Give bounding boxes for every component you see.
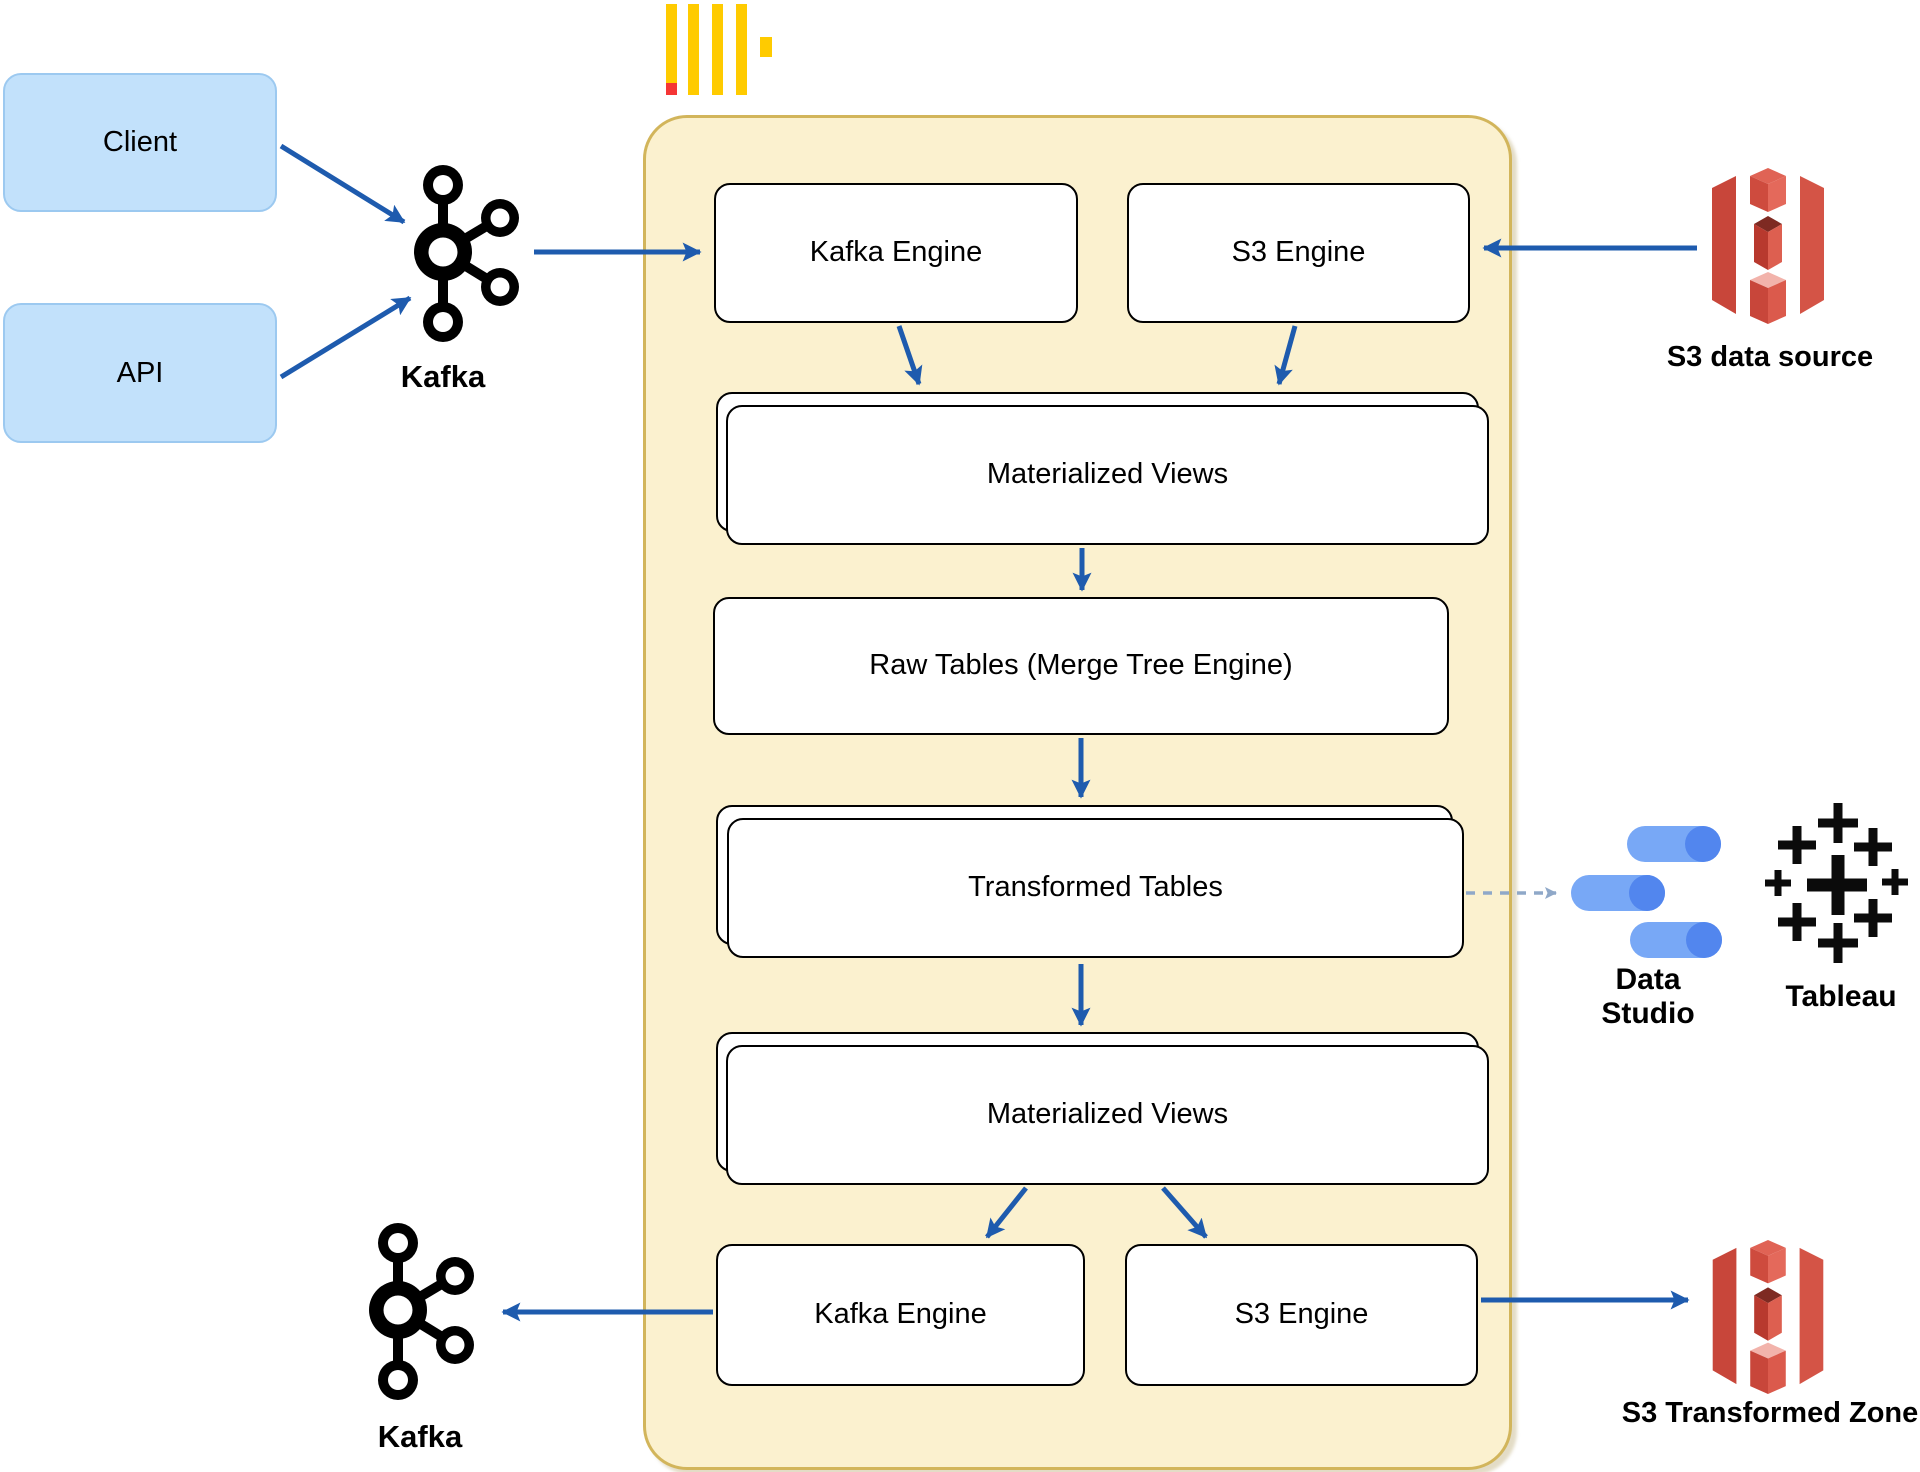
kafka-out-label: Kafka [377,1419,463,1454]
s3-engine-bottom-label: S3 Engine [1234,1298,1369,1331]
s3-transformed-zone-label: S3 Transformed Zone [1621,1396,1919,1429]
kafka-engine-top-box: Kafka Engine [714,183,1078,323]
s3-engine-top-box: S3 Engine [1127,183,1470,323]
tableau-label: Tableau [1785,977,1897,1017]
client-label: Client [102,126,178,158]
clickhouse-logo [666,4,772,95]
s3-engine-top-label: S3 Engine [1231,236,1366,269]
kafka-icon-out [369,1223,474,1400]
data-studio-label: Data Studio [1571,963,1725,1030]
materialized-views-bottom-box: Materialized Views [726,1045,1489,1185]
kafka-icon-in [414,165,519,342]
materialized-views-top-label: Materialized Views [986,458,1229,491]
kafka-engine-bottom-label: Kafka Engine [814,1298,987,1331]
s3-transformed-zone-icon [1712,1239,1824,1395]
data-studio-icon [1571,826,1722,958]
s3-data-source-icon [1712,168,1824,324]
raw-tables-label: Raw Tables (Merge Tree Engine) [869,649,1293,682]
transformed-tables-box: Transformed Tables [727,818,1464,958]
transformed-tables-label: Transformed Tables [968,871,1223,904]
s3-data-source-label: S3 data source [1666,340,1874,373]
materialized-views-bottom-label: Materialized Views [986,1098,1229,1131]
tableau-icon [1765,803,1908,963]
kafka-engine-bottom-box: Kafka Engine [716,1244,1085,1386]
api-label: API [116,356,164,389]
raw-tables-box: Raw Tables (Merge Tree Engine) [713,597,1449,735]
materialized-views-top-box: Materialized Views [726,405,1489,545]
s3-engine-bottom-box: S3 Engine [1125,1244,1478,1386]
kafka-engine-top-label: Kafka Engine [809,236,983,269]
kafka-in-label: Kafka [400,359,486,394]
client-box: Client [3,73,277,212]
api-box: API [3,303,277,443]
